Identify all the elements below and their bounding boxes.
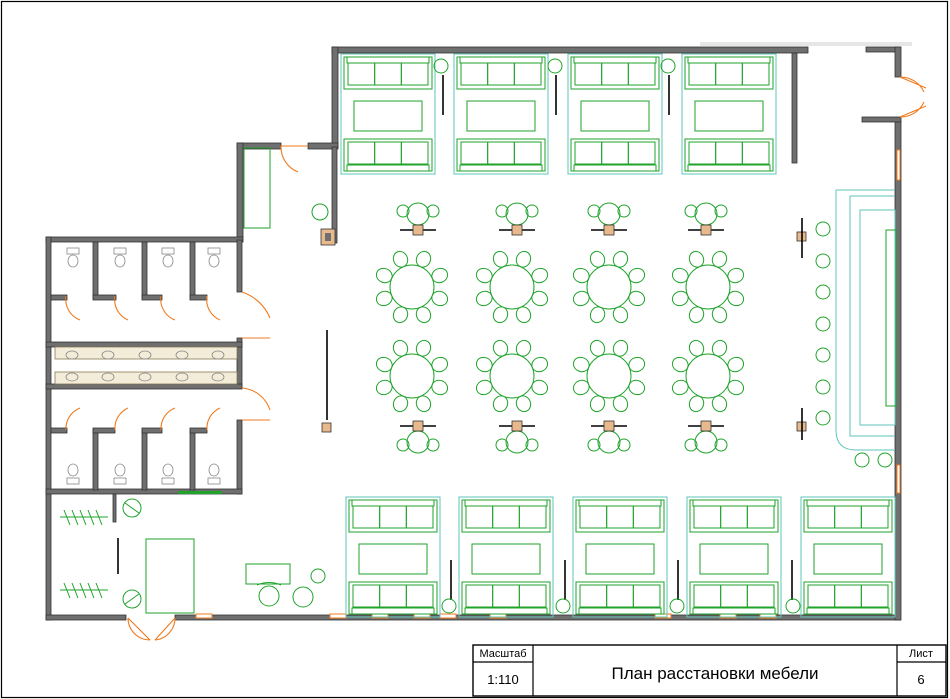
watermark-strip [700,42,912,46]
walls [45,46,902,621]
round-table-7 [572,339,646,413]
drawing-title: План расстановки мебели [612,664,819,683]
top-booth-1 [340,53,436,175]
bottom-booths [345,496,896,618]
small-table-2 [495,202,539,236]
top-booths [340,53,777,175]
sheet-label: Лист [909,648,933,660]
top-booth-2 [453,53,549,175]
cloakroom [60,498,195,614]
round-table-6 [475,339,549,413]
plant-pots [433,58,801,614]
small-tables [396,202,728,454]
bottom-booth-2 [458,496,554,618]
door-mat [178,491,222,494]
top-booth-3 [567,53,663,175]
bottom-booth-5 [800,496,896,618]
small-table-7 [587,420,631,454]
small-table-8 [684,420,728,454]
small-table-3 [587,202,631,236]
scale-value: 1:110 [487,672,519,687]
round-table-8 [671,339,745,413]
title-block: Масштаб 1:110 План расстановки мебели Ли… [472,644,947,697]
bottom-booth-3 [572,496,668,618]
round-tables [375,250,745,413]
small-table-6 [495,420,539,454]
small-table-1 [396,202,440,236]
scale-label: Масштаб [479,648,526,660]
round-table-2 [475,250,549,324]
bar-counter [815,189,897,468]
sheet-number: 6 [917,672,924,687]
round-table-4 [671,250,745,324]
bottom-booth-1 [345,496,441,618]
bottom-booth-4 [686,496,782,618]
small-table-5 [396,420,440,454]
doors [65,76,927,641]
restroom-fixtures [54,247,238,485]
windows [195,149,901,619]
round-table-5 [375,339,449,413]
partitions [321,75,807,600]
round-table-3 [572,250,646,324]
small-table-4 [684,202,728,236]
top-booth-4 [681,53,777,175]
storage-items [243,147,336,608]
round-table-1 [375,250,449,324]
